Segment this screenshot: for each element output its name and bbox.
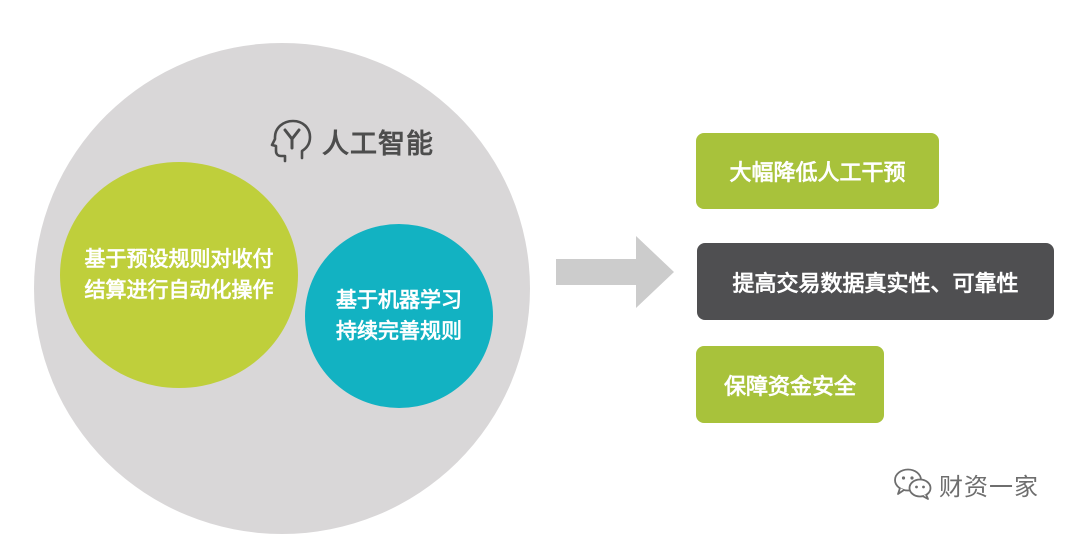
watermark-text: 财资一家 (939, 472, 1039, 501)
result-improve-data-reliability: 提高交易数据真实性、可靠性 (697, 243, 1054, 320)
ai-title: 人工智能 (322, 128, 434, 160)
result-3-label: 保障资金安全 (723, 374, 856, 400)
rule-automation-circle: 基于预设规则对收付 结算进行自动化操作 (60, 162, 298, 388)
machine-learning-circle: 基于机器学习 持续完善规则 (305, 224, 493, 408)
wechat-icon (894, 468, 932, 500)
machine-learning-line-2: 持续完善规则 (336, 319, 462, 343)
result-reduce-manual-intervention: 大幅降低人工干预 (696, 133, 939, 209)
rule-automation-line-2: 结算进行自动化操作 (84, 278, 274, 302)
right-arrow-icon (556, 236, 674, 308)
result-2-label: 提高交易数据真实性、可靠性 (732, 271, 1019, 297)
result-fund-security: 保障资金安全 (696, 346, 884, 423)
head-with-y-icon (270, 119, 312, 163)
watermark: 财资一家 (893, 466, 1039, 502)
machine-learning-line-1: 基于机器学习 (336, 288, 462, 312)
result-1-label: 大幅降低人工干预 (729, 161, 906, 186)
ai-title-group: 人工智能 (270, 118, 434, 164)
rule-automation-line-1: 基于预设规则对收付 (84, 247, 274, 271)
